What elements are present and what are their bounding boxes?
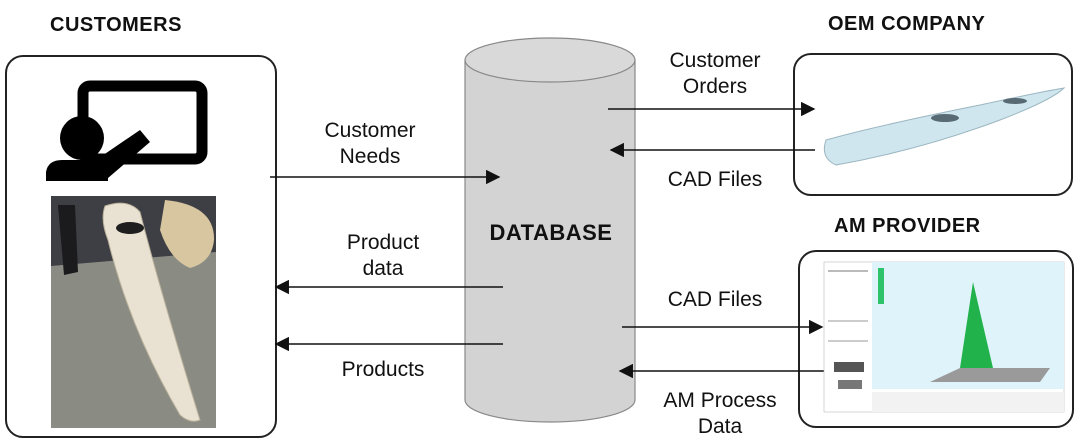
database-label: DATABASE (489, 220, 613, 245)
customer-orders-label: Customer Orders (669, 49, 761, 98)
oem-company-title: OEM COMPANY (828, 13, 986, 35)
am-slicer-software-screenshot (823, 261, 1065, 413)
database-cylinder (464, 37, 636, 423)
customers-title: CUSTOMERS (50, 14, 182, 36)
cad-files-am-label: CAD Files (667, 288, 763, 311)
product-data-label: Product data (346, 231, 420, 280)
products-label: Products (341, 358, 425, 381)
customer-needs-label: Customer Needs (324, 119, 416, 168)
am-process-data-label: AM Process Data (663, 389, 777, 438)
kayak-hull-photo (51, 196, 216, 428)
teacher-presentation-icon (46, 80, 208, 188)
cad-files-oem-label: CAD Files (667, 168, 763, 191)
kayak-cad-model (820, 72, 1066, 177)
am-provider-title: AM PROVIDER (834, 215, 981, 237)
